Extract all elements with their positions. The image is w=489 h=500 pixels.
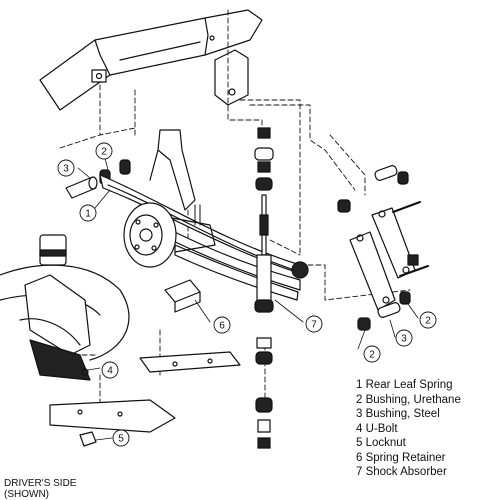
callout-2-left: 2 xyxy=(95,142,113,160)
bottom-plate xyxy=(49,351,241,447)
callout-7-label: 7 xyxy=(311,320,317,331)
callout-3-left-label: 3 xyxy=(63,164,69,175)
legend-item: 7 Shock Absorber xyxy=(356,466,447,478)
leader-lines xyxy=(77,157,419,441)
wheel-and-leaf-cutaway xyxy=(0,234,130,381)
callout-5-label: 5 xyxy=(118,434,124,445)
callout-3-right-label: 3 xyxy=(401,334,407,345)
callout-1-label: 1 xyxy=(85,209,91,220)
legend-item: 6 Spring Retainer xyxy=(356,451,446,464)
callout-3-right: 3 xyxy=(395,329,413,347)
parts-legend: 1 Rear Leaf Spring 2 Bushing, Urethane 3… xyxy=(356,378,461,480)
callout-6: 6 xyxy=(213,316,231,334)
shock-absorber xyxy=(254,127,274,449)
legend-item: 4 U-Bolt xyxy=(356,422,398,435)
callout-3-left: 3 xyxy=(57,159,75,177)
drivers-side-label-line2: (SHOWN) xyxy=(4,489,49,500)
callout-6-label: 6 xyxy=(219,321,225,332)
spring-shackle xyxy=(337,165,429,331)
spring-retainer xyxy=(164,279,201,313)
callout-2-left-label: 2 xyxy=(101,147,107,158)
callout-2-right-upper-label: 2 xyxy=(425,316,431,327)
callout-5: 5 xyxy=(112,429,130,447)
callout-4-label: 4 xyxy=(107,366,113,377)
legend-item: 2 Bushing, Urethane xyxy=(356,393,461,406)
legend-item: 3 Bushing, Steel xyxy=(356,408,440,420)
legend-item: 5 Locknut xyxy=(356,437,406,449)
callout-2-right-lower-label: 2 xyxy=(369,350,375,361)
frame-rail xyxy=(39,9,263,111)
callout-7: 7 xyxy=(305,315,323,333)
callouts: 1 2 3 4 5 6 7 2 2 3 xyxy=(57,142,437,447)
callout-1: 1 xyxy=(79,204,97,222)
callout-4: 4 xyxy=(101,361,119,379)
legend-item: 1 Rear Leaf Spring xyxy=(356,379,453,391)
callout-2-right-upper: 2 xyxy=(419,311,437,329)
axle-hub-assembly xyxy=(123,129,216,268)
drivers-side-label: DRIVER'S SIDE (SHOWN) xyxy=(4,478,76,500)
callout-2-right-lower: 2 xyxy=(363,345,381,363)
drivers-side-label-line1: DRIVER'S SIDE xyxy=(4,478,77,489)
